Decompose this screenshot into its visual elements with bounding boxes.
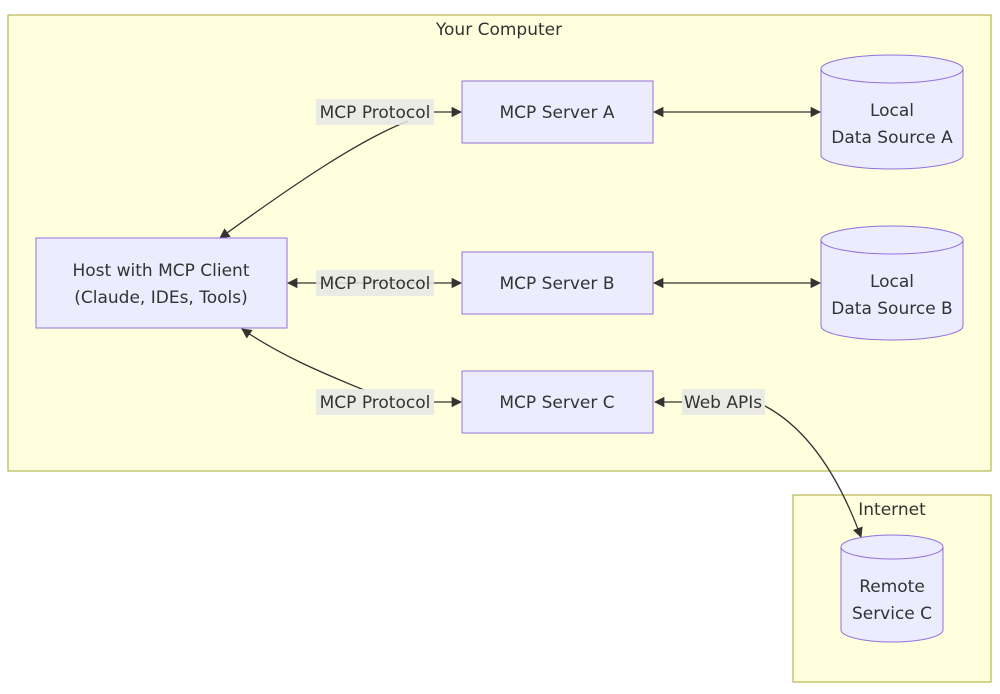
cluster-internet: Internet [792, 494, 992, 683]
edge-host-server-a-curve [219, 120, 409, 239]
edge-label-bg [682, 389, 765, 415]
edge-label-bg [316, 270, 434, 296]
cylinder-top[interactable] [820, 54, 964, 84]
node-server-a[interactable]: MCP Server A [461, 80, 654, 144]
edge-web-apis-remote-c [764, 405, 863, 538]
node-host-line1: Host with MCP Client [73, 261, 250, 281]
node-server-c[interactable]: MCP Server C [461, 370, 654, 434]
cluster-internet-label: Internet [858, 500, 926, 520]
node-data-b[interactable]: Local Data Source B [820, 225, 964, 341]
cylinder-body[interactable] [820, 69, 964, 170]
edge-label-text: Web APIs [684, 393, 762, 413]
edge-label-text: MCP Protocol [320, 274, 431, 294]
edge-label-host-server-b: MCP Protocol [316, 270, 434, 296]
node-data-a-line2: Data Source A [831, 128, 953, 148]
node-server-a-box[interactable] [461, 80, 654, 144]
node-remote-c-line1: Remote [859, 577, 925, 597]
node-remote-c-line2: Service C [852, 604, 932, 624]
node-host-box[interactable] [35, 237, 288, 329]
cylinder-top[interactable] [840, 534, 944, 560]
node-data-a[interactable]: Local Data Source A [820, 54, 964, 170]
node-server-c-box[interactable] [461, 370, 654, 434]
node-server-c-label: MCP Server C [499, 393, 614, 413]
node-data-b-line2: Data Source B [831, 299, 952, 319]
node-host-line2: (Claude, IDEs, Tools) [74, 288, 248, 308]
edge-label-host-server-a: MCP Protocol [316, 99, 434, 125]
cluster-your-computer-label: Your Computer [435, 20, 562, 40]
node-server-b[interactable]: MCP Server B [461, 251, 654, 315]
edge-label-host-server-c: MCP Protocol [316, 389, 434, 415]
node-data-a-line1: Local [870, 101, 914, 121]
edge-host-server-c-curve [241, 328, 365, 391]
node-host[interactable]: Host with MCP Client (Claude, IDEs, Tool… [35, 237, 288, 329]
node-server-a-label: MCP Server A [500, 103, 615, 123]
edge-label-bg [316, 389, 434, 415]
edge-label-text: MCP Protocol [320, 393, 431, 413]
node-server-b-box[interactable] [461, 251, 654, 315]
node-remote-c[interactable]: Remote Service C [840, 534, 944, 643]
node-server-b-label: MCP Server B [499, 274, 614, 294]
cylinder-top[interactable] [820, 225, 964, 255]
cylinder-body[interactable] [840, 547, 944, 643]
edge-label-bg [316, 99, 434, 125]
cylinder-body[interactable] [820, 240, 964, 341]
edge-label-text: MCP Protocol [320, 103, 431, 123]
node-data-b-line1: Local [870, 272, 914, 292]
edge-label-web-apis: Web APIs [682, 389, 765, 415]
